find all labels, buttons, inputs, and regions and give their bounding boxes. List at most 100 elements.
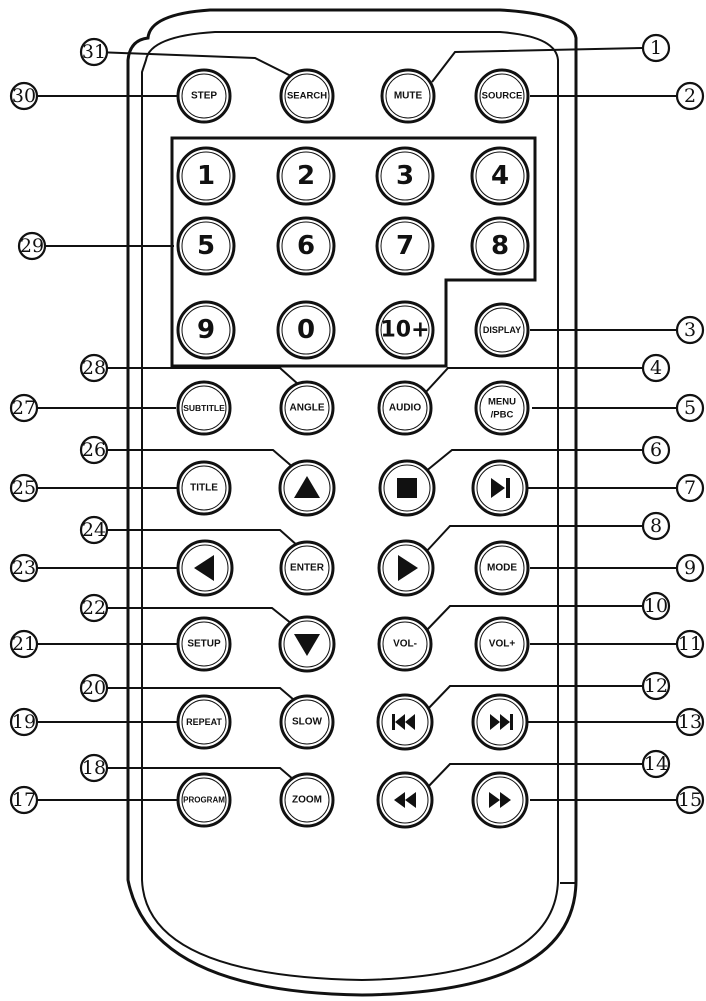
svg-text:31: 31 <box>82 41 106 63</box>
callout-11: 11 <box>675 629 705 659</box>
angle-button[interactable]: ANGLE <box>279 380 335 436</box>
callout-26: 26 <box>79 435 109 465</box>
number-8-button[interactable]: 8 <box>470 216 530 276</box>
angle-label: ANGLE <box>290 403 325 414</box>
callout-8: 8 <box>641 511 671 541</box>
program-button[interactable]: PROGRAM <box>176 772 232 828</box>
slow-button[interactable]: SLOW <box>279 694 335 750</box>
callout-19: 19 <box>9 707 39 737</box>
number-7-label: 7 <box>396 231 414 261</box>
svg-text:15: 15 <box>678 789 702 811</box>
source-button[interactable]: SOURCE <box>474 68 530 124</box>
fast-forward-button[interactable] <box>471 771 529 829</box>
number-5-button[interactable]: 5 <box>176 216 236 276</box>
svg-text:17: 17 <box>12 789 36 811</box>
callout-3: 3 <box>675 315 705 345</box>
svg-text:14: 14 <box>644 753 668 775</box>
zoom-button[interactable]: ZOOM <box>279 772 335 828</box>
number-6-button[interactable]: 6 <box>276 216 336 276</box>
display-label: DISPLAY <box>483 325 521 335</box>
svg-text:8: 8 <box>650 515 662 537</box>
number-10-plus-label: 10+ <box>380 318 429 343</box>
callout-5: 5 <box>675 393 705 423</box>
number-0-button[interactable]: 0 <box>276 300 336 360</box>
play-icon <box>398 555 418 581</box>
mute-button[interactable]: MUTE <box>380 68 436 124</box>
audio-button[interactable]: AUDIO <box>377 380 433 436</box>
rewind-icon <box>394 792 416 808</box>
subtitle-button[interactable]: SUBTITLE <box>176 380 232 436</box>
svg-text:29: 29 <box>20 235 44 257</box>
arrow-down-icon <box>294 634 320 656</box>
title-label: TITLE <box>190 483 218 494</box>
number-7-button[interactable]: 7 <box>375 216 435 276</box>
skip-previous-icon <box>392 714 415 730</box>
volume-down-label: VOL- <box>393 639 417 650</box>
number-5-label: 5 <box>197 231 215 261</box>
repeat-button[interactable]: REPEAT <box>176 694 232 750</box>
step-label: STEP <box>191 91 217 102</box>
number-1-label: 1 <box>197 161 215 191</box>
number-3-button[interactable]: 3 <box>375 146 435 206</box>
svg-text:5: 5 <box>684 397 696 419</box>
svg-text:1: 1 <box>650 37 662 59</box>
callout-7: 7 <box>675 473 705 503</box>
setup-button[interactable]: SETUP <box>176 616 232 672</box>
down-button[interactable] <box>278 615 336 673</box>
mode-button[interactable]: MODE <box>474 540 530 596</box>
left-button[interactable] <box>176 539 234 597</box>
number-9-button[interactable]: 9 <box>176 300 236 360</box>
audio-label: AUDIO <box>389 403 421 414</box>
volume-up-label: VOL+ <box>489 639 516 650</box>
svg-text:30: 30 <box>12 85 36 107</box>
title-button[interactable]: TITLE <box>176 460 232 516</box>
callout-2: 2 <box>675 81 705 111</box>
number-2-button[interactable]: 2 <box>276 146 336 206</box>
svg-text:26: 26 <box>82 439 106 461</box>
search-button[interactable]: SEARCH <box>279 68 335 124</box>
program-label: PROGRAM <box>183 796 225 805</box>
display-button[interactable]: DISPLAY <box>474 302 530 358</box>
leader-lines <box>36 47 680 801</box>
callout-6: 6 <box>641 435 671 465</box>
subtitle-label: SUBTITLE <box>183 403 225 413</box>
svg-text:20: 20 <box>82 677 106 699</box>
callout-24: 24 <box>79 515 109 545</box>
play-pause-button[interactable] <box>471 459 529 517</box>
up-button[interactable] <box>278 459 336 517</box>
volume-up-button[interactable]: VOL+ <box>474 616 530 672</box>
enter-button[interactable]: ENTER <box>279 540 335 596</box>
pbc-label: /PBC <box>491 410 514 421</box>
number-1-button[interactable]: 1 <box>176 146 236 206</box>
menu-pbc-button[interactable]: MENU /PBC <box>474 380 530 436</box>
callout-18: 18 <box>79 753 109 783</box>
volume-down-button[interactable]: VOL- <box>377 616 433 672</box>
number-4-label: 4 <box>491 161 509 191</box>
right-button[interactable] <box>377 539 435 597</box>
callout-14: 14 <box>641 749 671 779</box>
setup-label: SETUP <box>187 639 221 650</box>
next-button[interactable] <box>471 693 529 751</box>
repeat-label: REPEAT <box>186 717 222 727</box>
callout-17: 17 <box>9 785 39 815</box>
svg-text:19: 19 <box>12 711 36 733</box>
callout-15: 15 <box>675 785 705 815</box>
callout-23: 23 <box>9 553 39 583</box>
number-4-button[interactable]: 4 <box>470 146 530 206</box>
callout-30: 30 <box>9 81 39 111</box>
remote-body <box>126 8 578 997</box>
svg-text:11: 11 <box>678 633 702 655</box>
callout-21: 21 <box>9 629 39 659</box>
stop-button[interactable] <box>378 459 436 517</box>
svg-text:9: 9 <box>684 557 696 579</box>
rewind-button[interactable] <box>376 771 434 829</box>
svg-text:24: 24 <box>82 519 106 541</box>
stop-icon <box>397 478 417 498</box>
step-button[interactable]: STEP <box>176 68 232 124</box>
previous-button[interactable] <box>376 693 434 751</box>
callout-9: 9 <box>675 553 705 583</box>
number-10-plus-button[interactable]: 10+ <box>375 300 435 360</box>
number-6-label: 6 <box>297 231 315 261</box>
svg-text:18: 18 <box>82 757 106 779</box>
svg-text:28: 28 <box>82 357 106 379</box>
